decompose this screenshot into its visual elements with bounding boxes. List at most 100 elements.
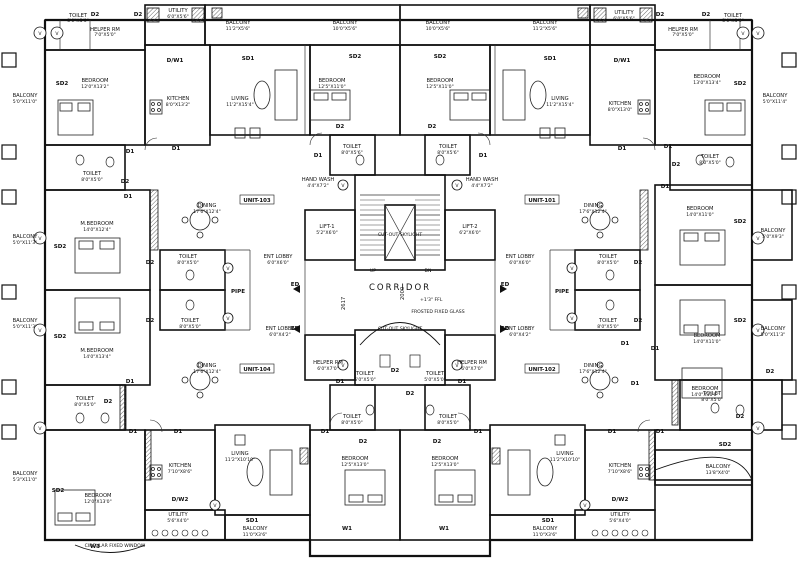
vent-tag: V	[226, 266, 230, 272]
room-dim: 8'0"X5'0"	[74, 402, 96, 408]
room-dim: 5'0"X9'3"	[762, 234, 784, 240]
window-tag: W1	[439, 526, 449, 532]
door-swings	[144, 132, 656, 433]
room-name: TOILET	[598, 318, 618, 324]
room-dim: 13'8"X4'0"	[706, 470, 731, 476]
room-dim: 8'0"X5'6"	[341, 150, 363, 156]
room-name: UTILITY	[168, 8, 188, 14]
room-dim: 11'2"X15'4"	[226, 102, 253, 108]
door-tag: SD1	[544, 56, 557, 62]
room-dim: 5'0"X11'3"	[761, 332, 786, 338]
room-name: BALCONY	[761, 326, 787, 332]
stair-down: DN	[425, 268, 432, 274]
door-tag: SD2	[434, 54, 447, 60]
room-name: BEDROOM	[318, 78, 345, 84]
vent-tag: V	[570, 316, 574, 322]
room-dim: 14'0"X11'0"	[686, 212, 713, 218]
room-name: TOILET	[342, 144, 362, 150]
room-dim: 6'0"X6'0"	[509, 260, 531, 266]
room-name: KITCHEN	[609, 101, 632, 107]
room-dim: 10'0"X5'6"	[426, 26, 451, 32]
unit-label: UNIT-103	[243, 198, 271, 204]
room-dim: 11'2"X5'6"	[533, 26, 558, 32]
room-dim: 6'0"X7'0"	[317, 366, 339, 372]
room-name: DINING	[584, 203, 603, 209]
room-name: BALCONY	[13, 318, 39, 324]
room-dim: 7'10"X8'6"	[608, 469, 633, 475]
room-name: M.BEDROOM	[80, 221, 113, 227]
door-tag: D1	[126, 149, 135, 155]
room-name: DINING	[198, 203, 217, 209]
room-dim: 5'0"X11'3"	[13, 324, 38, 330]
room-dim: 12'5"X13'0"	[341, 462, 368, 468]
room-dim: 5'0"X5'0"	[722, 18, 744, 24]
room-name: ENT LOBBY	[506, 326, 536, 332]
room-name: UTILITY	[168, 512, 188, 518]
vent-tag: V	[341, 363, 345, 369]
door-tag: D1	[474, 429, 483, 435]
door-tag: ED	[291, 326, 300, 332]
room-name: TOILET	[68, 13, 88, 19]
door-tag: D2	[702, 12, 711, 18]
vent-tag: V	[341, 183, 345, 189]
room-dim: 10'0"X5'6"	[333, 26, 358, 32]
room-dim: 12'5"X13'0"	[431, 462, 458, 468]
stair-up: UP	[370, 268, 376, 274]
door-tag: SD2	[734, 81, 747, 87]
dimension-2000: 2000	[400, 287, 406, 300]
door-tag: SD2	[734, 318, 747, 324]
door-tag: SD2	[52, 488, 65, 494]
room-dim: 8'0"X5'0"	[701, 397, 723, 403]
vent-tags: V V V V V V V V V V V V V V V V V V V V	[38, 31, 760, 509]
door-tag: D2	[104, 399, 113, 405]
room-dim: 6'0"X6'0"	[267, 260, 289, 266]
room-dim: 17'6"X12'4"	[579, 209, 606, 215]
room-name: BEDROOM	[84, 493, 111, 499]
corridor-label: CORRIDOR	[369, 283, 431, 293]
door-tag: SD2	[56, 81, 69, 87]
door-tag: D/W2	[612, 497, 629, 503]
room-dim: 6'2"X6'0"	[459, 230, 481, 236]
level-mark: +1'3" FFL	[420, 297, 443, 303]
room-dim: 17'6"X12'4"	[579, 369, 606, 375]
door-tag: ED	[501, 282, 510, 288]
room-dim: 6'0"X4'2"	[509, 332, 531, 338]
room-dim: 11'2"X10'10"	[550, 457, 580, 463]
room-name: BEDROOM	[426, 78, 453, 84]
door-tag: D2	[766, 369, 775, 375]
room-dim: 5'6"X4'0"	[167, 518, 189, 524]
door-tag: D2	[121, 179, 130, 185]
room-dim: 12'5"X11'0"	[426, 84, 453, 90]
room-dim: 17'6"X12'4"	[193, 209, 220, 215]
shafts	[119, 7, 679, 481]
room-dim: 8'0"X5'0"	[699, 160, 721, 166]
door-tag: D1	[479, 153, 488, 159]
room-dim: 12'0"X13'0"	[84, 499, 111, 505]
room-dim: 6'0"X5'6"	[167, 14, 189, 20]
room-dim: 11'0"X3'6"	[243, 532, 268, 538]
door-tag: D2	[736, 414, 745, 420]
toilet-fixtures	[75, 154, 745, 424]
vent-tag: V	[38, 236, 42, 242]
room-dim: 6'0"X4'2"	[269, 332, 291, 338]
room-name: HELPER RM	[457, 360, 487, 366]
room-name: TOILET	[425, 371, 445, 377]
room-dim: 4'4"X7'2"	[471, 183, 493, 189]
room-name: TOILET	[82, 171, 102, 177]
door-tag: D1	[126, 379, 135, 385]
door-tag: ED	[501, 326, 510, 332]
beds	[54, 89, 746, 526]
door-tag: D2	[134, 12, 143, 18]
door-tag: SD2	[734, 219, 747, 225]
walls	[44, 4, 793, 541]
room-dim: 8'0"X5'0"	[179, 324, 201, 330]
room-name: BALCONY	[243, 526, 269, 532]
room-name: BALCONY	[226, 20, 252, 26]
room-name: HELPER RM	[90, 27, 120, 33]
room-name: BEDROOM	[693, 333, 720, 339]
door-tag: D2	[634, 318, 643, 324]
room-dim: 8'0"X5'0"	[597, 324, 619, 330]
room-dim: 7'0"X5'0"	[94, 32, 116, 38]
door-tag: D1	[656, 429, 665, 435]
skylight-label: CUT-OUT SKYLIGHT	[378, 326, 422, 332]
